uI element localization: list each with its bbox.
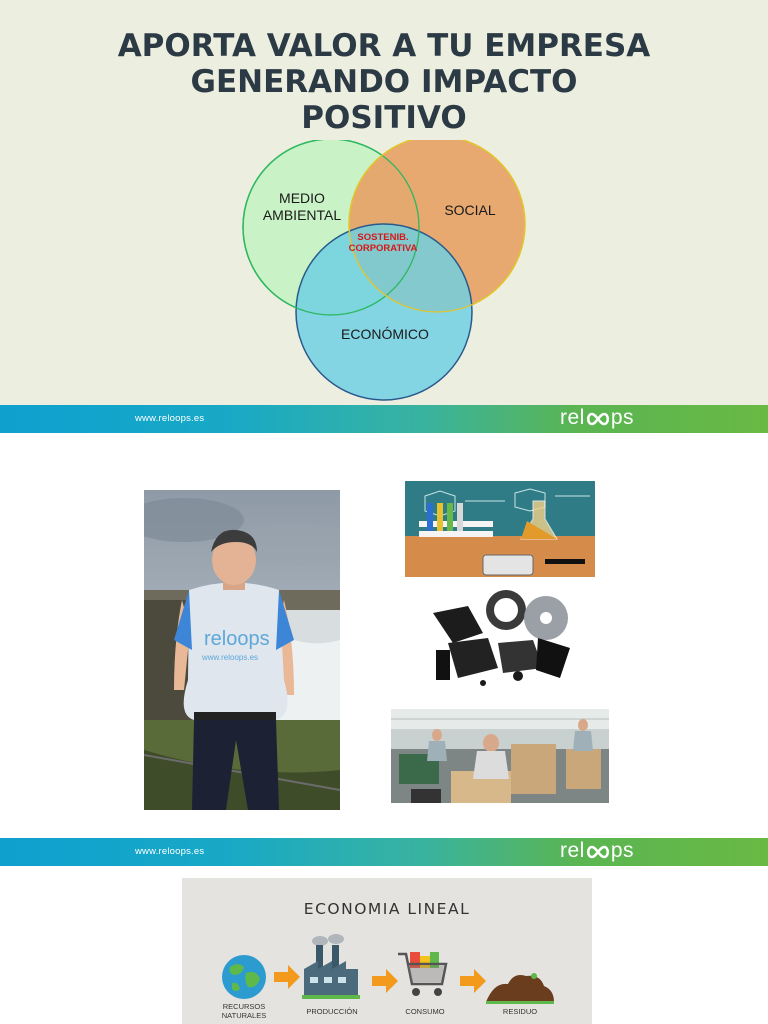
label-recursos-naturales: RECURSOS NATURALES xyxy=(212,1002,276,1020)
venn-diagram: MEDIO AMBIENTAL SOCIAL ECONÓMICO SOSTENI… xyxy=(230,140,540,402)
title-line-2: GENERANDO IMPACTO xyxy=(0,64,768,100)
label-social: SOCIAL xyxy=(430,202,510,219)
lab-photo xyxy=(405,481,595,577)
slide-economia-lineal: ECONOMIA LINEAL xyxy=(182,878,592,1024)
shirt-url: www.reloops.es xyxy=(201,653,258,662)
shopping-cart-icon xyxy=(396,948,452,1004)
title-line-3: POSITIVO xyxy=(0,100,768,136)
label-sostenibilidad-corporativa: SOSTENIB. CORPORATIVA xyxy=(338,232,428,254)
slide-photos: reloops www.reloops.es xyxy=(0,433,768,838)
footer-url[interactable]: www.reloops.es xyxy=(135,413,204,424)
label-produccion: PRODUCCIÓN xyxy=(294,1007,370,1016)
footer-url-2[interactable]: www.reloops.es xyxy=(135,846,204,857)
label-consumo: CONSUMO xyxy=(392,1007,458,1016)
shirt-text: reloops xyxy=(204,628,270,650)
slide-title: APORTA VALOR A TU EMPRESA GENERANDO IMPA… xyxy=(0,28,768,136)
waste-pile-icon xyxy=(484,968,556,1004)
slide-venn: APORTA VALOR A TU EMPRESA GENERANDO IMPA… xyxy=(0,0,768,405)
arrow-right-icon xyxy=(460,969,486,993)
infinity-icon xyxy=(585,844,611,860)
person-photo: reloops www.reloops.es xyxy=(144,490,340,810)
label-residuo: RESIDUO xyxy=(487,1007,553,1016)
globe-icon xyxy=(220,953,268,1001)
infinity-icon xyxy=(585,411,611,427)
label-economico: ECONÓMICO xyxy=(330,326,440,343)
plastic-parts-photo xyxy=(428,588,576,688)
economia-lineal-title: ECONOMIA LINEAL xyxy=(182,900,592,918)
title-line-1: APORTA VALOR A TU EMPRESA xyxy=(0,28,768,64)
factory-icon xyxy=(300,933,362,1001)
arrow-right-icon xyxy=(372,969,398,993)
workers-photo xyxy=(391,709,609,803)
label-medio-ambiental: MEDIO AMBIENTAL xyxy=(262,190,342,224)
arrow-right-icon xyxy=(274,965,300,989)
